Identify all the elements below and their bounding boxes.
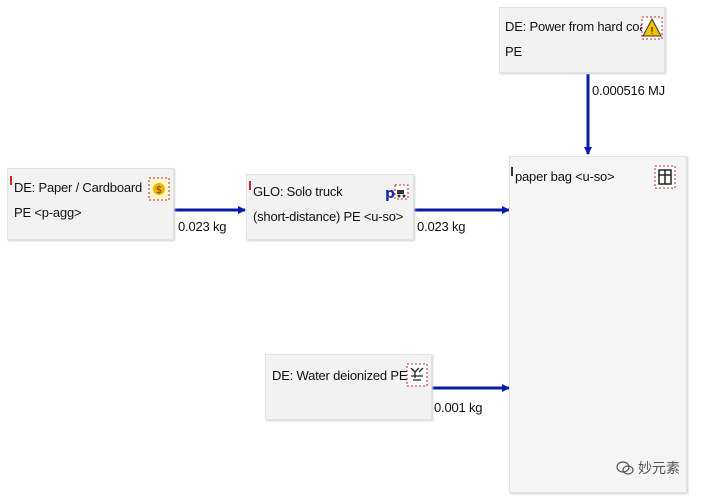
aggregated-process-icon: $ bbox=[148, 177, 170, 201]
marker-tick bbox=[511, 167, 513, 176]
process-name: DE: Water deionized PE bbox=[272, 368, 408, 383]
process-name: DE: Power from hard coal bbox=[505, 19, 650, 34]
flow-label-truck-to-bag: 0.023 kg bbox=[417, 219, 466, 234]
process-water[interactable]: DE: Water deionized PE bbox=[265, 354, 432, 420]
energy-warning-icon: ! bbox=[641, 16, 663, 40]
marker-tick bbox=[10, 176, 12, 185]
watermark-text: 妙元素 bbox=[638, 460, 680, 476]
process-name: DE: Paper / Cardboard bbox=[14, 180, 143, 195]
process-subtitle: PE <p-agg> bbox=[14, 205, 82, 220]
marker-tick bbox=[249, 181, 251, 190]
process-subtitle: PE bbox=[505, 44, 522, 59]
watermark: 妙元素 bbox=[616, 458, 680, 478]
process-hard-coal[interactable]: DE: Power from hard coal PE ! bbox=[499, 7, 665, 73]
wechat-icon bbox=[616, 461, 634, 475]
process-name: GLO: Solo truck bbox=[253, 184, 343, 199]
process-name: paper bag <u-so> bbox=[515, 169, 615, 184]
flow-label-coal-to-bag: 0.000516 MJ bbox=[592, 83, 665, 98]
svg-text:!: ! bbox=[650, 26, 654, 37]
water-process-icon bbox=[406, 363, 428, 387]
svg-text:$: $ bbox=[156, 185, 162, 196]
flow-label-paper-to-truck: 0.023 kg bbox=[178, 219, 227, 234]
process-paper-cardboard[interactable]: DE: Paper / Cardboard PE <p-agg> $ bbox=[7, 168, 174, 240]
process-subtitle: (short-distance) PE <u-so> bbox=[253, 209, 404, 224]
flow-label-water-to-bag: 0.001 kg bbox=[434, 400, 483, 415]
unit-process-icon bbox=[654, 165, 676, 189]
svg-text:p: p bbox=[385, 186, 395, 202]
process-solo-truck[interactable]: GLO: Solo truck (short-distance) PE <u-s… bbox=[246, 174, 414, 240]
transport-truck-icon: p bbox=[385, 184, 409, 202]
process-paper-bag[interactable]: paper bag <u-so> bbox=[509, 156, 687, 493]
